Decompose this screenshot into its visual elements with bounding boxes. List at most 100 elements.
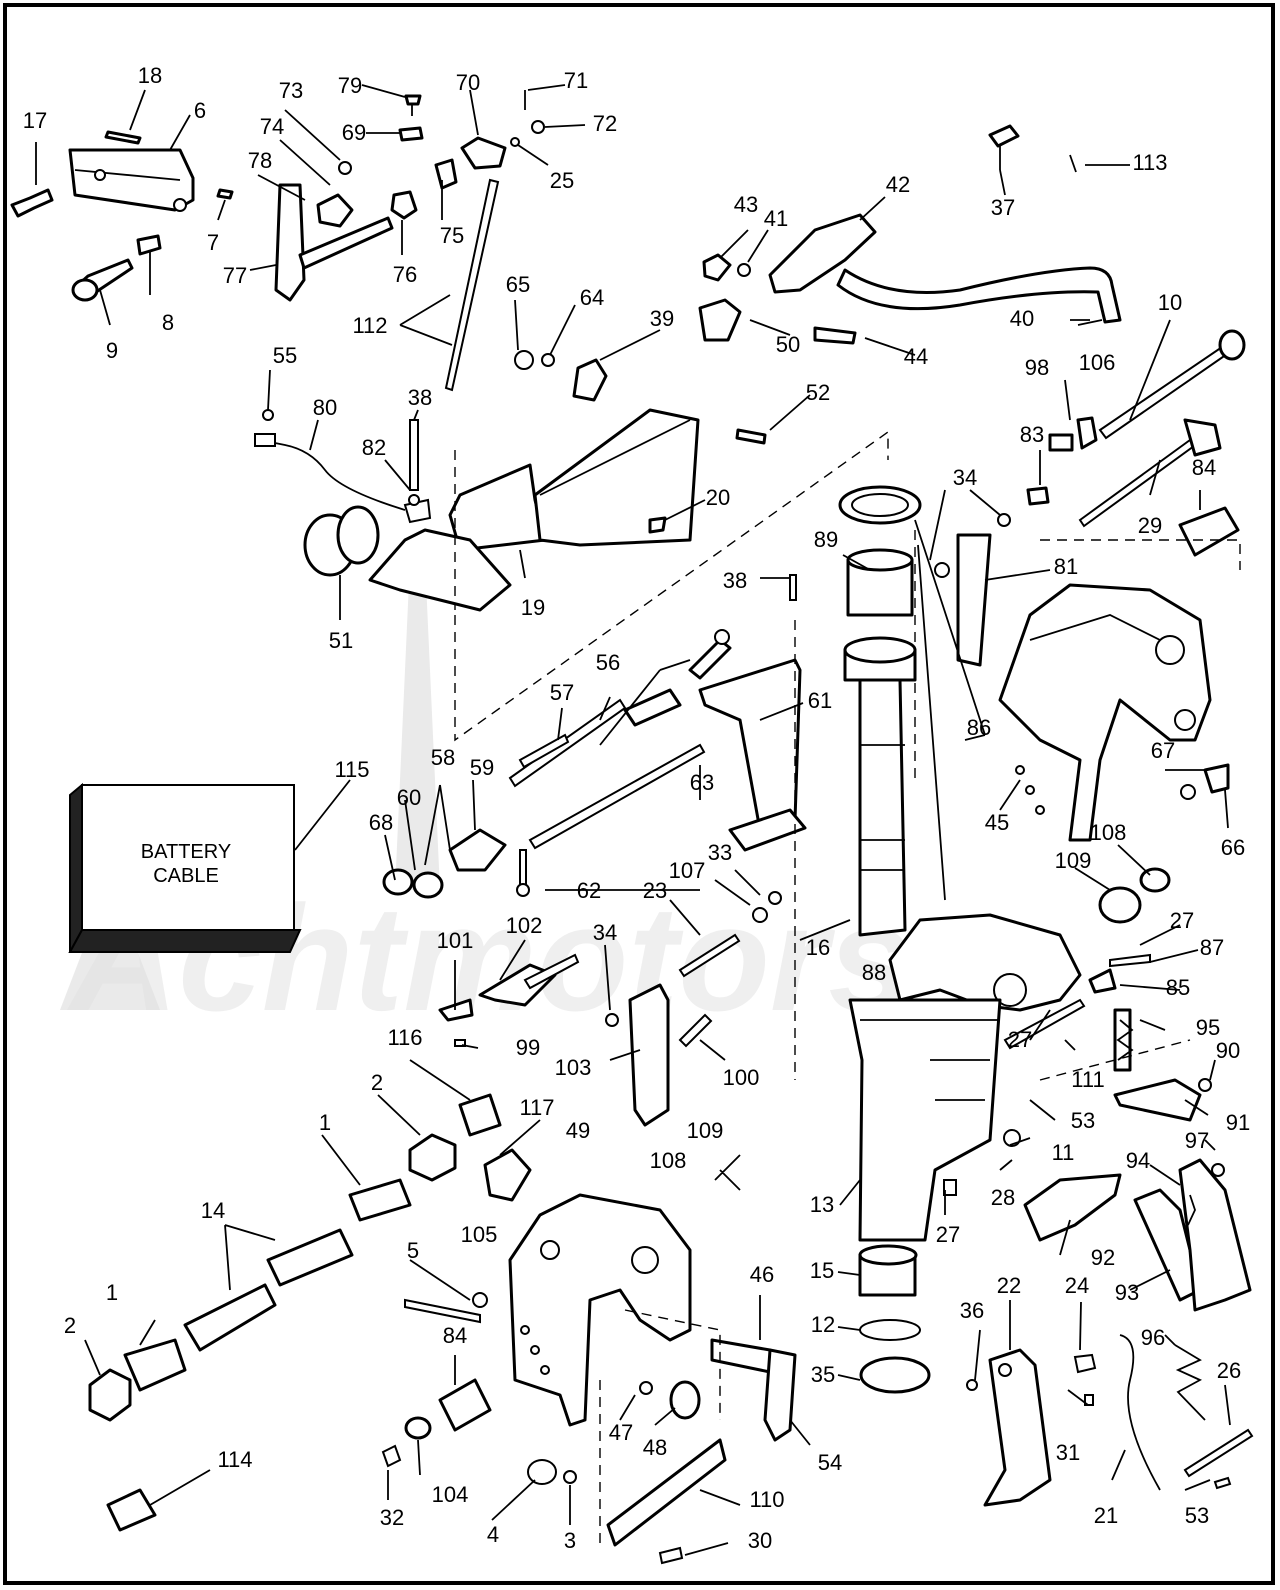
callout-38-2: 38 — [723, 568, 747, 593]
part-group-swivel-housing — [848, 913, 1151, 1394]
callout-49: 49 — [566, 1118, 590, 1143]
callout-47: 47 — [609, 1420, 633, 1445]
callout-39: 39 — [650, 306, 674, 331]
callout-1-2: 1 — [106, 1280, 118, 1305]
callout-2-2: 2 — [64, 1313, 76, 1338]
callout-95: 95 — [1196, 1015, 1220, 1040]
diagram-frame — [3, 3, 1275, 1585]
callout-105: 105 — [461, 1222, 498, 1247]
callout-67: 67 — [1151, 738, 1175, 763]
callout-30: 30 — [748, 1528, 772, 1553]
callout-94: 94 — [1126, 1148, 1150, 1173]
part-group-levers — [966, 1334, 1254, 1507]
callout-110: 110 — [749, 1487, 784, 1512]
callout-37: 37 — [991, 195, 1015, 220]
callout-51: 51 — [329, 628, 353, 653]
callout-111: 111 — [1071, 1067, 1104, 1092]
callout-26: 26 — [1217, 1358, 1241, 1383]
callout-98: 98 — [1025, 355, 1049, 380]
callout-66: 66 — [1221, 835, 1245, 860]
callout-41: 41 — [764, 206, 788, 231]
callout-54: 54 — [818, 1450, 842, 1475]
callout-68: 68 — [369, 810, 393, 835]
callout-79: 79 — [338, 73, 362, 98]
callout-74: 74 — [260, 114, 284, 139]
callout-45: 45 — [985, 810, 1009, 835]
callout-115: 115 — [334, 757, 369, 782]
callout-6: 6 — [194, 98, 206, 123]
callout-40: 40 — [1010, 306, 1034, 331]
callout-1-1: 1 — [319, 1110, 331, 1135]
callout-52: 52 — [806, 380, 830, 405]
callout-92: 92 — [1091, 1245, 1115, 1270]
callout-20: 20 — [706, 485, 730, 510]
battery-box-line-1: BATTERY — [141, 841, 231, 863]
callout-50: 50 — [776, 332, 800, 357]
callout-15: 15 — [810, 1258, 834, 1283]
callout-81: 81 — [1054, 554, 1078, 579]
callout-22: 22 — [997, 1273, 1021, 1298]
callout-73: 73 — [279, 78, 303, 103]
callout-5: 5 — [407, 1238, 419, 1263]
callout-117: 117 — [519, 1095, 554, 1120]
callout-107: 107 — [669, 858, 706, 883]
callout-32: 32 — [380, 1505, 404, 1530]
callout-88: 88 — [862, 960, 886, 985]
callout-78: 78 — [248, 148, 272, 173]
callout-69: 69 — [342, 120, 366, 145]
callout-42: 42 — [886, 172, 910, 197]
callout-53-1: 53 — [1071, 1108, 1095, 1133]
part-group-ignition-cables — [382, 629, 807, 899]
callout-numbers: 1122345678910111213141516171819202122232… — [23, 63, 1250, 1553]
callout-100: 100 — [723, 1065, 760, 1090]
callout-89: 89 — [814, 527, 838, 552]
callout-84-2: 84 — [443, 1323, 467, 1348]
callout-108-1: 108 — [1090, 820, 1127, 845]
callout-2-1: 2 — [371, 1070, 383, 1095]
callout-53-2: 53 — [1185, 1503, 1209, 1528]
callout-77: 77 — [223, 263, 247, 288]
callout-59: 59 — [470, 755, 494, 780]
callout-28: 28 — [991, 1185, 1015, 1210]
callout-43: 43 — [734, 192, 758, 217]
callout-21: 21 — [1094, 1503, 1118, 1528]
part-group-tilt-lock — [1023, 1019, 1252, 1421]
callout-60: 60 — [397, 785, 421, 810]
dashed-guides — [454, 430, 1241, 1550]
callout-116: 116 — [387, 1025, 422, 1050]
callout-11: 11 — [1052, 1140, 1075, 1165]
callout-14: 14 — [201, 1198, 225, 1223]
callout-101: 101 — [437, 928, 474, 953]
callout-23: 23 — [643, 878, 667, 903]
callout-10: 10 — [1158, 290, 1182, 315]
callout-13: 13 — [810, 1192, 834, 1217]
callout-76: 76 — [393, 262, 417, 287]
callout-84-1: 84 — [1192, 455, 1216, 480]
callout-24: 24 — [1065, 1273, 1089, 1298]
callout-86: 86 — [967, 715, 991, 740]
callout-96: 96 — [1141, 1325, 1165, 1350]
callout-65: 65 — [506, 272, 530, 297]
callout-3: 3 — [564, 1528, 576, 1553]
callout-18: 18 — [138, 63, 162, 88]
callout-27-2: 27 — [1008, 1027, 1032, 1052]
callout-63: 63 — [690, 770, 714, 795]
callout-7: 7 — [207, 230, 219, 255]
callout-93: 93 — [1115, 1280, 1139, 1305]
callout-72: 72 — [593, 111, 617, 136]
callout-12: 12 — [811, 1312, 835, 1337]
callout-109-1: 109 — [1055, 848, 1092, 873]
callout-75: 75 — [440, 223, 464, 248]
callout-38-1: 38 — [408, 385, 432, 410]
callout-82: 82 — [362, 435, 386, 460]
part-group-left-stern-bracket — [381, 1193, 797, 1565]
callout-106: 106 — [1079, 350, 1116, 375]
callout-113: 113 — [1132, 150, 1167, 175]
callout-58: 58 — [431, 745, 455, 770]
callout-102: 102 — [506, 913, 543, 938]
leader-lines — [35, 84, 1231, 1556]
callout-4: 4 — [487, 1522, 499, 1547]
callout-25: 25 — [550, 168, 574, 193]
callout-31: 31 — [1056, 1440, 1080, 1465]
